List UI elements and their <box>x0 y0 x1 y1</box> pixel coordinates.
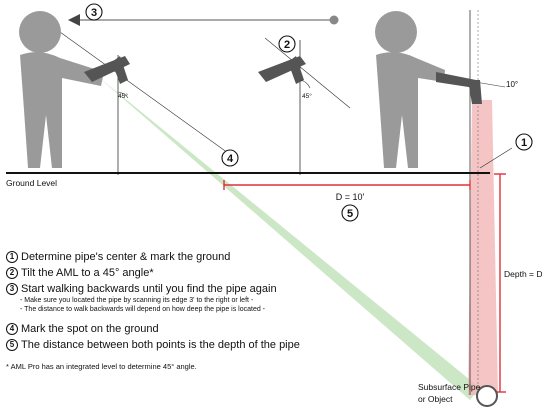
footnote: * AML Pro has an integrated level to det… <box>6 362 197 371</box>
step-text: Mark the spot on the ground <box>21 323 159 335</box>
locator-right <box>436 72 482 104</box>
step-number: 3 <box>6 283 18 295</box>
locator-mid <box>258 56 306 84</box>
person-right <box>375 11 445 168</box>
green-beam <box>96 75 480 400</box>
step-number: 1 <box>6 251 18 263</box>
locator-left <box>84 56 130 84</box>
badge-2: 2 <box>278 35 296 53</box>
angle-label-mid: 45° <box>302 92 312 100</box>
step-text: Determine pipe's center & mark the groun… <box>21 251 231 263</box>
red-beam <box>468 100 498 395</box>
svg-text:4: 4 <box>227 153 234 165</box>
person-left <box>19 11 104 168</box>
distance-label: D = 10' <box>336 192 365 202</box>
instruction-list: 1 Determine pipe's center & mark the gro… <box>6 250 336 371</box>
ground-level-label: Ground Level <box>6 178 57 188</box>
callout-one-leader <box>479 147 513 169</box>
tilt-guide-mid <box>264 37 351 109</box>
badge-5: 5 <box>341 204 359 222</box>
step-3: 3 Start walking backwards until you find… <box>6 282 336 296</box>
depth-label: Depth = D <box>504 269 543 279</box>
step-number: 2 <box>6 267 18 279</box>
step-text: Tilt the AML to a 45° angle* <box>21 267 154 279</box>
step-2: 2 Tilt the AML to a 45° angle* <box>6 266 336 280</box>
distance-marker <box>223 180 471 190</box>
tilt-guide-left <box>59 31 236 159</box>
svg-text:5: 5 <box>347 208 353 220</box>
step-3-note-2: - The distance to walk backwards will de… <box>20 306 266 313</box>
subsurface-pipe <box>476 385 498 407</box>
svg-text:3: 3 <box>91 7 97 19</box>
step-number: 4 <box>6 323 18 335</box>
step-text: The distance between both points is the … <box>21 339 300 351</box>
step-text: Start walking backwards until you find t… <box>21 283 277 295</box>
step-1: 1 Determine pipe's center & mark the gro… <box>6 250 336 264</box>
badge-4: 4 <box>221 149 239 167</box>
step-5: 5 The distance between both points is th… <box>6 338 336 352</box>
angle-arc-left <box>117 91 129 99</box>
walk-back-arrow <box>68 14 339 26</box>
angle-arc-mid <box>299 79 311 89</box>
badge-3: 3 <box>85 3 103 21</box>
pipe-label: Subsurface Pipe <box>418 382 481 392</box>
step-4: 4 Mark the spot on the ground <box>6 322 336 336</box>
step-number: 5 <box>6 339 18 351</box>
angle-label-left: 45° <box>118 92 128 100</box>
svg-text:2: 2 <box>284 39 290 51</box>
badge-1: 1 <box>515 133 533 151</box>
svg-text:1: 1 <box>521 137 527 149</box>
angle-label-level: 10° <box>506 80 518 89</box>
pipe-label-line2: or Object <box>418 394 453 404</box>
step-3-note-1: - Make sure you located the pipe by scan… <box>20 297 254 304</box>
